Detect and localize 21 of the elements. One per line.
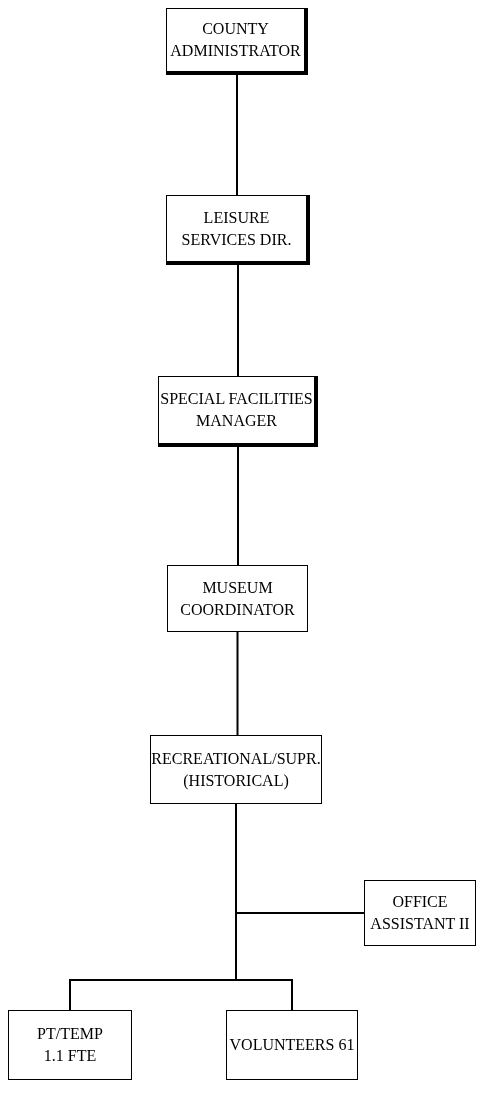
position-title: LEISURE SERVICES DIR. [180,207,293,250]
position-box [364,880,476,946]
position-title: SPECIAL FACILITIES MANAGER [159,389,314,431]
position-box [226,1010,358,1080]
position-box [8,1010,132,1080]
connector-line [235,803,293,1011]
position-title: COUNTY ADMINISTRATOR [169,19,302,61]
position-title: PT/TEMP 1.1 FTE [36,1024,104,1066]
connector-line [236,74,238,196]
position-box [150,735,322,804]
position-title: VOLUNTEERS 61 [229,1035,355,1056]
position-box [166,8,308,75]
position-box [158,376,318,447]
position-title: MUSEUM COORDINATOR [179,577,296,620]
connector-line [237,264,239,377]
position-box [166,195,310,265]
position-title: OFFICE ASSISTANT II [369,892,471,934]
position-title: RECREATIONAL/SUPR. (HISTORICAL) [151,748,321,792]
connector-line [237,446,239,566]
position-box [167,565,308,632]
connector-line [236,631,239,736]
